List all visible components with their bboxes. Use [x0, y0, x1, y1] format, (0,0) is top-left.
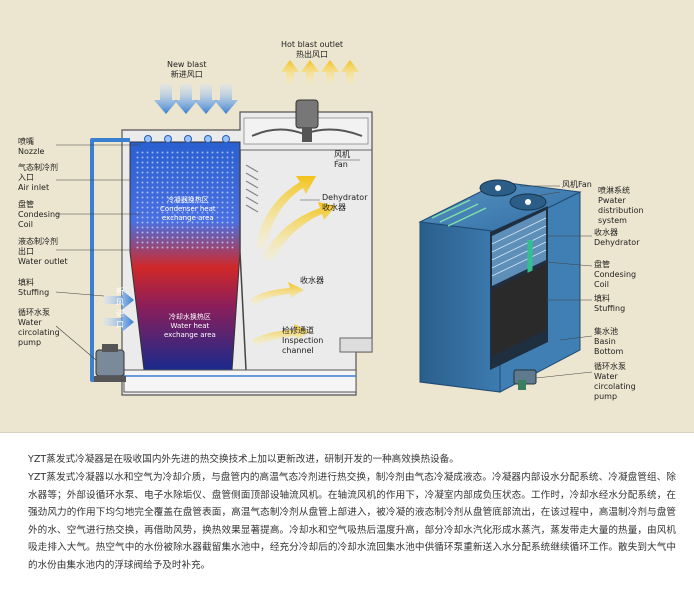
unit-basin-label: 集水池 Basin Bottom	[594, 327, 623, 357]
fan-cn: 风机	[334, 150, 350, 159]
unit-dehydrator-cn: 收水器	[594, 228, 618, 237]
pump-en2: circolating	[18, 328, 60, 337]
description-body: YZT蒸发式冷凝器以水和空气为冷却介质，与盘管内的高温气态冷剂进行热交换，制冷剂…	[28, 472, 676, 571]
new-air-label: New blast 新进风口	[167, 60, 207, 80]
air-inlet-label: 气态制冷剂 入口 Air inlet	[18, 163, 58, 193]
water-outlet-cn2: 出口	[18, 247, 34, 256]
hot-outlet-cn: 热出风口	[296, 50, 329, 59]
new-air-arrows	[154, 84, 238, 114]
unit-stuffing-label: 填料 Stuffing	[594, 294, 625, 314]
side-inlet-1: 新	[116, 287, 124, 296]
unit-distribution-en1: Pwater	[598, 196, 626, 205]
coil-zone-en1: Condenser heat	[160, 205, 216, 213]
hot-outlet-en: Hot blast outlet	[281, 40, 344, 49]
water-outlet-cn1: 液态制冷剂	[18, 237, 58, 246]
air-inlet-en: Air inlet	[18, 183, 50, 192]
unit-basin-en2: Bottom	[594, 347, 624, 356]
water-zone-label: 冷却水换热区 Water heat exchange area	[164, 313, 216, 340]
fan-label: 风机 Fan	[334, 150, 350, 170]
side-inlet-4: 口	[116, 320, 124, 329]
unit-coil-label: 盘管 Condesing Coil	[594, 260, 636, 290]
airflow-arrows	[250, 176, 336, 346]
description-intro: YZT蒸发式冷凝器是在吸收国内外先进的热交换技术上加以更新改进，研制开发的一种高…	[28, 454, 459, 465]
inspection-en1: Inspection	[282, 336, 324, 345]
unit-distribution-en2: distribution	[598, 206, 644, 215]
unit-distribution-en3: system	[598, 216, 627, 225]
coil-en2: Coil	[18, 220, 33, 229]
unit-distribution-label: 喷淋系统 Pwater distribution system	[598, 186, 644, 226]
unit-coil-cn: 盘管	[594, 260, 610, 269]
stuffing-en: Stuffing	[18, 288, 50, 297]
coil-cn: 盘管	[18, 200, 34, 209]
unit-stuffing-cn: 填料	[594, 294, 610, 303]
pump-icon	[94, 344, 126, 382]
cutaway-view	[55, 60, 373, 396]
water-zone-en2: exchange area	[164, 331, 216, 339]
dehydrator-label: Dehydrator 收水器	[322, 193, 367, 213]
pump-en3: pump	[18, 338, 42, 347]
unit-pump-label: 循环水泵 Water circolating pump	[594, 362, 636, 402]
3d-unit-view	[418, 179, 593, 393]
new-air-cn: 新进风口	[170, 70, 203, 79]
unit-coil-en2: Coil	[594, 280, 609, 289]
pump-en1: Water	[18, 318, 42, 327]
unit-dehydrator-label: 收水器 Dehydrator	[594, 228, 639, 248]
hot-outlet-label: Hot blast outlet 热出风口	[281, 40, 343, 60]
unit-fan-label: 风机Fan	[562, 180, 592, 190]
description-panel: YZT蒸发式冷凝器是在吸收国内外先进的热交换技术上加以更新改进，研制开发的一种高…	[0, 432, 694, 597]
water-outlet-en: Water outlet	[18, 257, 68, 266]
unit-basin-en1: Basin	[594, 337, 616, 346]
hot-air-arrows	[281, 60, 359, 84]
unit-basin-cn: 集水池	[594, 327, 618, 336]
unit-stuffing-en: Stuffing	[594, 304, 626, 313]
air-inlet-cn2: 入口	[18, 173, 34, 182]
side-inlet-arrows	[104, 290, 134, 332]
unit-dehydrator-en: Dehydrator	[594, 238, 640, 247]
coil-zone-label: 冷凝器换热区 Condenser heat exchange area	[160, 196, 216, 223]
new-air-en: New blast	[167, 60, 207, 69]
unit-coil-en1: Condesing	[594, 270, 637, 279]
unit-pump-cn: 循环水泵	[594, 362, 626, 371]
unit-fan-text: 风机Fan	[562, 180, 592, 189]
coil-en1: Condesing	[18, 210, 61, 219]
water-zone-en1: Water heat	[170, 322, 210, 330]
nozzle-row	[144, 135, 230, 143]
unit-pump-icon	[513, 369, 537, 390]
nozzle-label: 喷嘴 Nozzle	[18, 137, 44, 157]
unit-pump-en2: circolating	[594, 382, 636, 391]
nozzle-en: Nozzle	[18, 147, 45, 156]
pump-cn: 循环水泵	[18, 308, 50, 317]
nozzle-cn: 喷嘴	[18, 137, 34, 146]
inspection-label: 检修通道 Inspection channel	[282, 326, 323, 356]
inspection-en2: channel	[282, 346, 314, 355]
side-inlet-3: 进	[116, 309, 124, 318]
dehydrator2-cn: 收水器	[300, 276, 324, 285]
unit-fan-icon	[479, 179, 547, 211]
unit-pump-en1: Water	[594, 372, 618, 381]
dehydrator-en: Dehydrator	[322, 193, 368, 202]
air-inlet-cn1: 气态制冷剂	[18, 163, 58, 172]
stuffing-label: 填料 Stuffing	[18, 278, 49, 298]
pump-label: 循环水泵 Water circolating pump	[18, 308, 60, 348]
coil-zone-en2: exchange area	[161, 214, 214, 222]
dehydrator-cn: 收水器	[322, 203, 346, 212]
condenser-diagram: New blast 新进风口 Hot blast outlet 热出风口 喷嘴 …	[18, 40, 644, 402]
unit-distribution-cn: 喷淋系统	[598, 186, 630, 195]
inspection-cn: 检修通道	[282, 326, 314, 335]
dehydrator2-label: 收水器	[300, 276, 324, 286]
fan-icon	[251, 99, 363, 142]
coil-label: 盘管 Condesing Coil	[18, 200, 60, 230]
stuffing-cn: 填料	[18, 278, 34, 287]
fan-en: Fan	[334, 160, 348, 169]
unit-pump-en3: pump	[594, 392, 618, 401]
dehydrator-blades	[245, 164, 259, 213]
side-inlet-2: 风	[116, 298, 124, 307]
coil-zone-cn: 冷凝器换热区	[166, 196, 209, 204]
water-outlet-label: 液态制冷剂 出口 Water outlet	[18, 237, 68, 267]
side-inlet-label: 新 风 进 口	[116, 286, 124, 330]
water-zone-cn: 冷却水换热区	[168, 313, 211, 321]
